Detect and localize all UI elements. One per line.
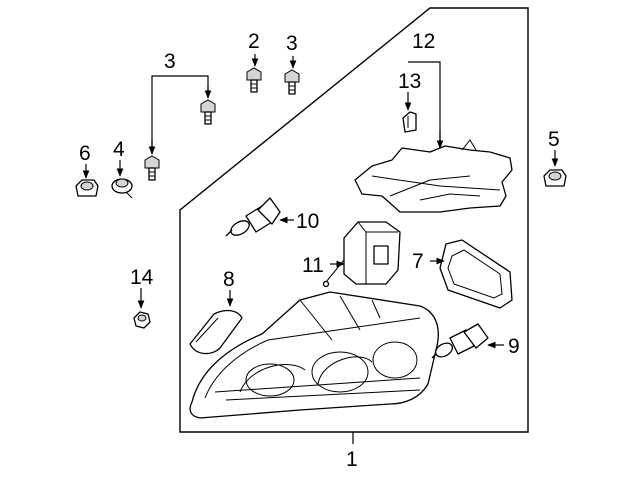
leader-lines [82, 54, 559, 444]
bulb-high-beam [225, 197, 281, 237]
callout-10: 10 [296, 210, 319, 233]
bulb-gasket [439, 239, 513, 309]
retaining-clip [402, 111, 417, 133]
callout-13: 13 [398, 70, 421, 93]
clip-nut-6 [75, 179, 99, 197]
callout-5: 5 [548, 128, 560, 151]
screw-3-right [200, 99, 216, 125]
callout-6: 6 [79, 142, 91, 165]
assembly-outline [179, 7, 529, 433]
callout-14: 14 [130, 266, 154, 289]
headlamp-housing [189, 291, 439, 419]
callout-9: 9 [508, 335, 520, 358]
callout-12: 12 [412, 30, 435, 53]
bulb-low-beam [431, 323, 489, 359]
side-marker-lens [189, 309, 243, 355]
callout-3-top: 3 [286, 32, 298, 55]
screw-3-top [284, 69, 300, 95]
callout-8: 8 [223, 268, 235, 291]
callout-2: 2 [248, 30, 260, 53]
screw-2 [246, 67, 262, 93]
callout-11: 11 [302, 254, 324, 277]
bulb-module [322, 221, 401, 288]
mounting-bracket [354, 139, 513, 213]
callout-4: 4 [113, 138, 125, 161]
callout-3-bracket: 3 [164, 50, 176, 73]
nut-4 [111, 178, 133, 199]
grommet-14 [133, 311, 151, 329]
clip-nut-5 [543, 169, 567, 187]
screw-3-left [144, 155, 160, 181]
callout-7: 7 [412, 250, 424, 273]
callout-1: 1 [346, 448, 358, 471]
